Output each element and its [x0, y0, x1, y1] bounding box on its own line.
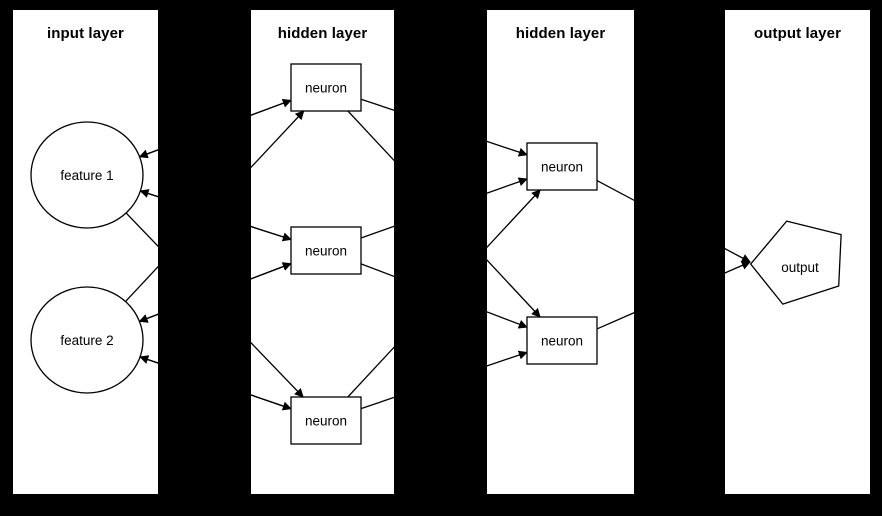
gap-mask-top — [0, 0, 882, 10]
gap-mask-left — [0, 0, 13, 516]
layer-panel-hidden-1[interactable] — [251, 10, 394, 494]
layer-panel-output[interactable] — [725, 10, 870, 494]
gap-mask-3 — [634, 0, 725, 516]
gap-mask-right — [870, 0, 882, 516]
layer-title-input: input layer — [47, 25, 124, 42]
layer-title-hidden-2: hidden layer — [515, 25, 606, 42]
layer-title-hidden-1: hidden layer — [277, 25, 368, 42]
gap-mask-1 — [158, 0, 251, 516]
layer-title-output: output layer — [753, 25, 842, 42]
layer-panel-input[interactable] — [13, 10, 158, 494]
gap-mask-2 — [394, 0, 487, 516]
gap-mask-bottom — [0, 494, 882, 516]
layer-panel-hidden-2[interactable] — [487, 10, 634, 494]
